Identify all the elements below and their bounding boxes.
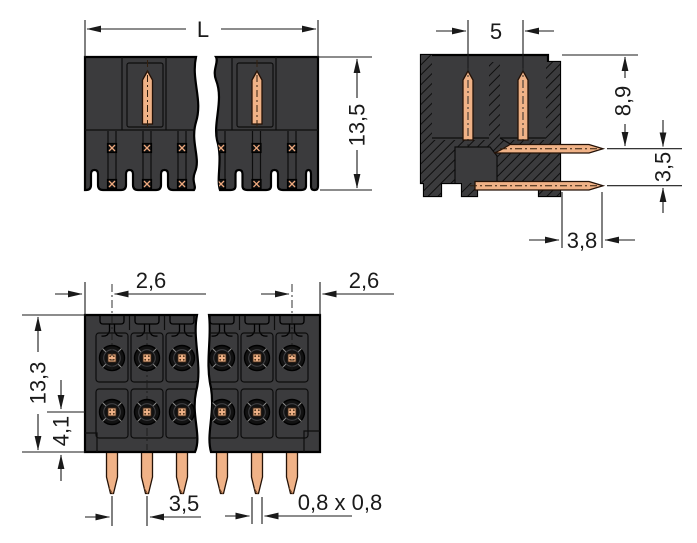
contact	[168, 398, 196, 426]
dim-0-8: 0,8 x 0,8	[225, 490, 382, 524]
contact	[208, 344, 236, 372]
dim-4-1: 4,1	[47, 380, 85, 481]
dim-3-8: 3,8	[529, 192, 635, 253]
dim-label-4-1: 4,1	[49, 416, 74, 447]
contact	[106, 142, 118, 154]
dim-3-5-rows: 3,5	[607, 120, 682, 213]
dim-label-2-6-right: 2,6	[349, 268, 380, 293]
solder-pin	[285, 451, 299, 495]
contact	[141, 142, 153, 154]
bottom-body	[83, 313, 322, 454]
bottom-pins	[105, 451, 299, 495]
front-view: L 13,5	[83, 17, 372, 192]
solder-pin	[215, 451, 229, 495]
contact	[243, 344, 271, 372]
dim-13-3: 13,3	[22, 314, 85, 453]
contact	[208, 398, 236, 426]
contact	[141, 178, 153, 190]
dim-label-3-8: 3,8	[567, 228, 598, 253]
dim-3-5-pitch: 3,5	[85, 491, 201, 526]
dim-8-9: 8,9	[562, 54, 638, 147]
contact	[251, 142, 262, 154]
hatched-wall	[421, 55, 432, 183]
solder-pin	[140, 451, 154, 495]
contact	[168, 344, 196, 372]
dim-label-3-5-pitch: 3,5	[169, 491, 200, 516]
dim-label-3-5-rows: 3,5	[651, 152, 676, 183]
contact	[98, 398, 126, 426]
contact	[286, 142, 298, 154]
bottom-right-details	[208, 315, 320, 452]
contact	[176, 142, 188, 154]
dim-label-5: 5	[490, 19, 502, 44]
dim-height-13-5: 13,5	[318, 56, 372, 191]
foot	[462, 183, 477, 196]
contact	[251, 178, 262, 190]
side-view: 5 8,9 3,5 3,8	[419, 19, 682, 253]
hatched-divider	[489, 62, 500, 142]
front-housing-right	[213, 55, 320, 192]
foot	[424, 183, 441, 196]
dim-label-length: L	[197, 17, 209, 42]
pocket	[455, 147, 497, 183]
dim-label-2-6-left: 2,6	[136, 268, 167, 293]
solder-pin	[175, 451, 189, 495]
front-right-details	[215, 57, 318, 190]
bottom-view: 2,6 2,6 13,3 4,1 3,5	[22, 268, 394, 526]
contact	[133, 344, 161, 372]
dim-label-13-5: 13,5	[345, 104, 370, 147]
contact	[243, 398, 271, 426]
dim-pin-spacing-5: 5	[436, 19, 554, 68]
front-left-details	[85, 57, 197, 190]
solder-pin	[105, 451, 119, 495]
contact	[133, 398, 161, 426]
side-body	[419, 53, 606, 198]
dim-2-6-right: 2,6	[261, 268, 394, 370]
dim-2-6-left: 2,6	[55, 268, 206, 370]
contact	[176, 178, 188, 190]
contact	[286, 178, 298, 190]
solder-pin	[250, 451, 264, 495]
front-housing-left	[83, 55, 200, 192]
dim-label-0-8: 0,8 x 0,8	[298, 490, 382, 515]
dim-label-13-3: 13,3	[26, 362, 51, 405]
contact	[106, 178, 118, 190]
contact	[278, 398, 306, 426]
dim-length: L	[84, 17, 319, 57]
solder-pin-lower	[474, 180, 606, 191]
dim-label-8-9: 8,9	[611, 86, 636, 117]
front-body	[83, 55, 320, 192]
hatched-wall	[546, 62, 560, 183]
